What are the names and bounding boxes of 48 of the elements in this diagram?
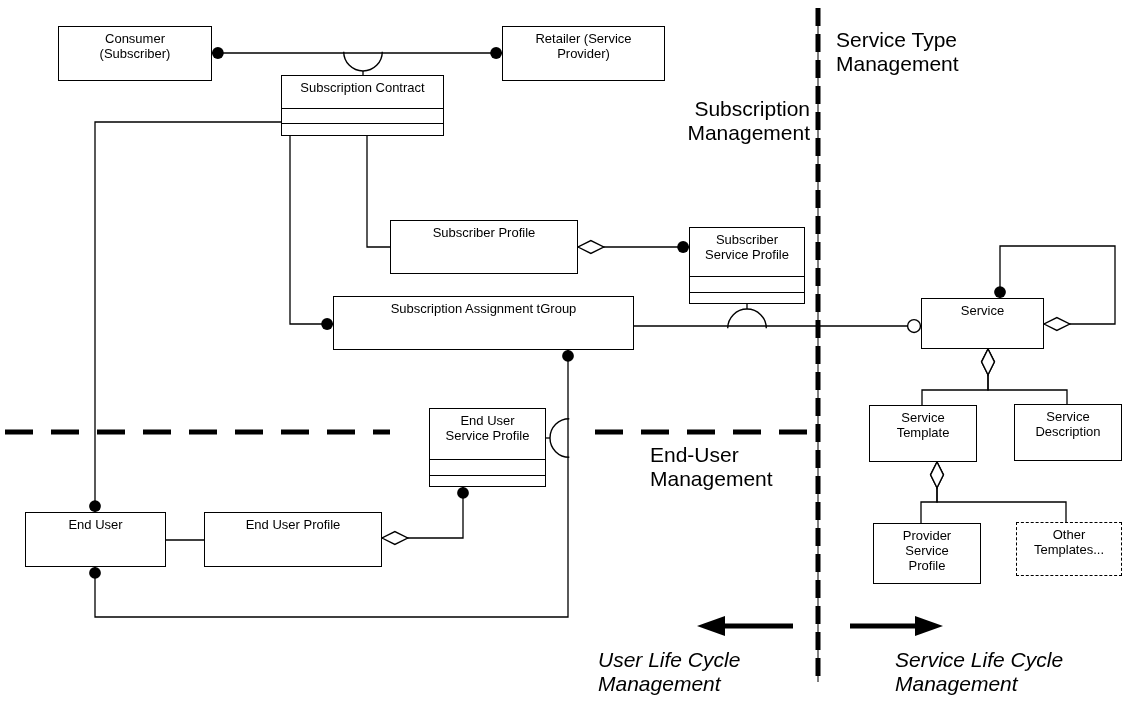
class-name: Subscription Contract [300, 80, 425, 95]
class-name: Subscriber Service Profile [704, 232, 790, 262]
association-class-link [545, 418, 570, 458]
association-line [366, 135, 391, 248]
association-line [980, 348, 1068, 405]
association-class-link [727, 303, 767, 329]
class-name: Retailer (Service Provider) [534, 31, 633, 61]
class-box [333, 296, 634, 350]
class-name: End User [68, 517, 123, 532]
association-line [929, 461, 1067, 523]
region-label: Service Type Management [836, 28, 960, 76]
class-box [281, 75, 444, 136]
region-label: Subscription Management [686, 97, 810, 145]
class-box [390, 220, 578, 274]
association-line [633, 318, 922, 334]
class-name: Service [960, 303, 1005, 318]
region-label: User Life Cycle Management [598, 648, 742, 696]
class-name: Service Template [895, 410, 951, 440]
class-name: Provider Service Profile [901, 528, 953, 573]
association-line [289, 135, 334, 330]
class-name: Service Description [1034, 409, 1102, 439]
class-box [1014, 404, 1122, 461]
class-box [58, 26, 212, 81]
class-name: Subscription Assignment tGroup [390, 301, 577, 316]
association-line [577, 239, 690, 255]
association-line [89, 349, 574, 618]
class-box [689, 227, 805, 304]
association-line [994, 245, 1116, 332]
association-line [89, 121, 282, 513]
class-box [25, 512, 166, 567]
class-name: Other Templates... [1032, 527, 1106, 557]
region-label: Service Life Cycle Management [895, 648, 1065, 696]
class-box [869, 405, 977, 462]
class-box [429, 408, 546, 487]
region-label: End-User Management [650, 443, 774, 491]
class-box [921, 298, 1044, 349]
class-name: Consumer (Subscriber) [98, 31, 172, 61]
class-box [502, 26, 665, 81]
class-box [873, 523, 981, 584]
association-line [211, 47, 503, 59]
association-class-link [343, 51, 383, 76]
class-name: Subscriber Profile [432, 225, 536, 240]
association-line [165, 539, 205, 541]
class-name: End User Profile [245, 517, 341, 532]
class-name: End User Service Profile [444, 413, 531, 443]
association-line [381, 486, 469, 546]
class-box [204, 512, 382, 567]
class-box [1016, 522, 1122, 576]
